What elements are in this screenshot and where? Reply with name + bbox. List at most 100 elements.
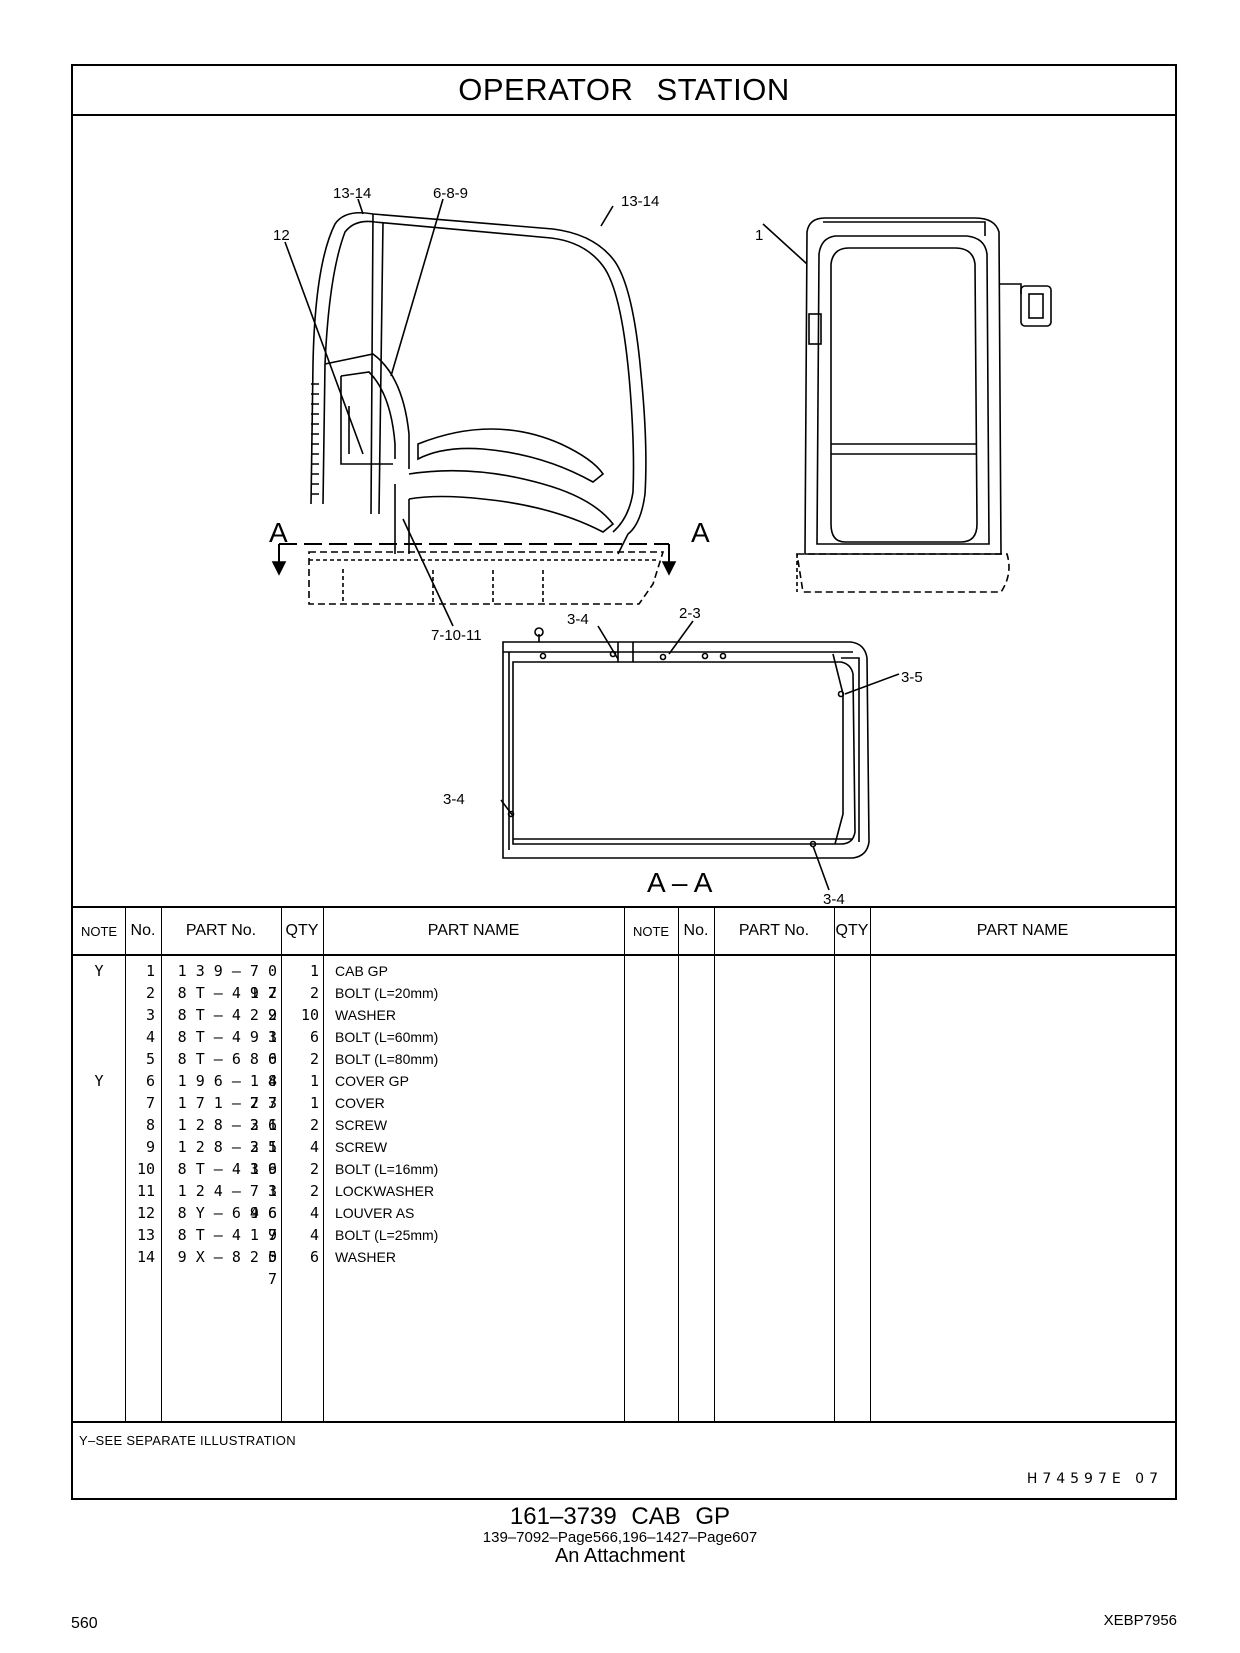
row-note: Y xyxy=(94,962,104,980)
row-quantity: 2 xyxy=(309,1182,319,1200)
row-item-number: 6 xyxy=(145,1072,155,1090)
row-item-number: 1 xyxy=(145,962,155,980)
row-quantity: 2 xyxy=(309,984,319,1002)
row-part-name: BOLT (L=20mm) xyxy=(335,985,439,1001)
row-part-name: CAB GP xyxy=(335,963,388,979)
row-item-number: 4 xyxy=(145,1028,155,1046)
page-frame: OPERATOR STATION xyxy=(71,64,1177,1500)
callout-3-4-c: 3-4 xyxy=(823,891,845,906)
callout-12: 12 xyxy=(273,227,290,244)
row-part-name: LOUVER AS xyxy=(335,1205,415,1221)
document-code: XEBP7956 xyxy=(1103,1612,1177,1629)
front-view-cab xyxy=(762,217,1052,593)
row-quantity: 1 xyxy=(309,1072,319,1090)
row-quantity: 2 xyxy=(309,1050,319,1068)
cab-drawing: 13-14 6-8-9 13-14 12 1 7-10-11 3-4 2-3 3… xyxy=(269,185,1052,906)
table-row: Y 6 1 9 6 – 1 4 2 7 1 COVER GP xyxy=(73,1070,624,1112)
row-part-number: 1 7 1 – 7 3 3 6 xyxy=(177,1094,277,1134)
table-row: 2 8 T – 4 1 7 9 2 BOLT (L=20mm) xyxy=(73,982,624,1024)
header-qty-right: QTY xyxy=(835,922,869,939)
row-quantity: 2 xyxy=(309,1116,319,1134)
header-part-name-right: PART NAME xyxy=(976,922,1069,939)
row-part-number: 8 T – 6 8 6 8 xyxy=(177,1050,277,1090)
row-quantity: 2 xyxy=(309,1160,319,1178)
row-note xyxy=(73,1136,125,1158)
row-note xyxy=(73,1180,125,1202)
figure-code: H74597E 07 xyxy=(1026,1471,1163,1487)
row-item-number: 11 xyxy=(136,1182,155,1200)
callout-1: 1 xyxy=(755,227,763,244)
table-row: 12 8 Y – 6 9 6 7 4 LOUVER AS xyxy=(73,1202,624,1244)
row-quantity: 10 xyxy=(300,1006,319,1024)
row-note xyxy=(73,1004,125,1026)
row-quantity: 6 xyxy=(309,1028,319,1046)
row-item-number: 2 xyxy=(145,984,155,1002)
row-part-name: COVER xyxy=(335,1095,385,1111)
row-part-name: WASHER xyxy=(335,1007,396,1023)
callout-13-14-a: 13-14 xyxy=(333,185,371,202)
callout-3-5: 3-5 xyxy=(901,669,923,686)
row-item-number: 8 xyxy=(145,1116,155,1134)
row-item-number: 14 xyxy=(136,1248,155,1266)
caption-group-title: 161–3739 CAB GP xyxy=(509,1503,731,1530)
section-marker-left: A xyxy=(269,517,288,548)
row-item-number: 13 xyxy=(136,1226,155,1244)
row-item-number: 10 xyxy=(136,1160,155,1178)
row-note xyxy=(73,982,125,1004)
parts-table: NOTE No. PART No. QTY PART NAME NOTE No.… xyxy=(73,906,1175,1423)
row-part-number: 8 T – 4 9 1 0 xyxy=(177,1028,277,1068)
callout-7-10-11: 7-10-11 xyxy=(431,627,482,644)
row-part-number: 8 T – 4 1 7 9 xyxy=(177,984,277,1024)
callout-labels: 13-14 6-8-9 13-14 12 1 7-10-11 3-4 2-3 3… xyxy=(269,185,923,906)
header-no-left: No. xyxy=(130,922,156,939)
row-note xyxy=(73,1114,125,1136)
row-note xyxy=(73,1026,125,1048)
callout-13-14-b: 13-14 xyxy=(621,193,659,210)
row-item-number: 9 xyxy=(145,1138,155,1156)
page-title: OPERATOR STATION xyxy=(73,66,1175,116)
row-part-name: BOLT (L=80mm) xyxy=(335,1051,439,1067)
row-note xyxy=(73,1246,125,1268)
row-part-name: WASHER xyxy=(335,1249,396,1265)
caption-attachment: An Attachment xyxy=(554,1545,686,1567)
parts-illustration: 13-14 6-8-9 13-14 12 1 7-10-11 3-4 2-3 3… xyxy=(73,114,1175,906)
row-note xyxy=(73,1092,125,1114)
row-item-number: 12 xyxy=(136,1204,155,1222)
callout-3-4-b: 3-4 xyxy=(443,791,465,808)
table-row: 14 9 X – 8 2 5 7 6 WASHER xyxy=(73,1246,624,1288)
callout-6-8-9: 6-8-9 xyxy=(433,185,468,202)
header-no-right: No. xyxy=(683,922,709,939)
callout-2-3: 2-3 xyxy=(679,605,701,622)
row-part-number: 1 9 6 – 1 4 2 7 xyxy=(177,1072,277,1112)
row-part-number: 8 T – 4 1 9 0 xyxy=(177,1226,277,1266)
row-item-number: 5 xyxy=(145,1050,155,1068)
page-number: 560 xyxy=(71,1615,98,1632)
footnote: Y–SEE SEPARATE ILLUSTRATION xyxy=(79,1433,296,1448)
row-part-number: 9 X – 8 2 5 7 xyxy=(177,1248,277,1288)
row-part-number: 8 Y – 6 9 6 7 xyxy=(177,1204,277,1244)
row-part-name: LOCKWASHER xyxy=(335,1183,435,1199)
header-qty-left: QTY xyxy=(285,922,319,939)
section-view-floor xyxy=(500,620,900,891)
row-part-name: SCREW xyxy=(335,1139,388,1155)
header-part-name-left: PART NAME xyxy=(427,922,520,939)
row-quantity: 4 xyxy=(309,1226,319,1244)
row-quantity: 1 xyxy=(309,962,319,980)
header-note-right: NOTE xyxy=(632,923,670,939)
footnote-area: Y–SEE SEPARATE ILLUSTRATION H74597E 07 xyxy=(73,1421,1175,1500)
section-marker-right: A xyxy=(691,517,710,548)
row-part-name: COVER GP xyxy=(335,1073,409,1089)
header-note-left: NOTE xyxy=(80,923,118,939)
row-quantity: 1 xyxy=(309,1094,319,1112)
row-part-number: 8 T – 4 2 2 3 xyxy=(177,1006,277,1046)
row-note xyxy=(73,1048,125,1070)
row-quantity: 6 xyxy=(309,1248,319,1266)
row-note: Y xyxy=(94,1072,104,1090)
